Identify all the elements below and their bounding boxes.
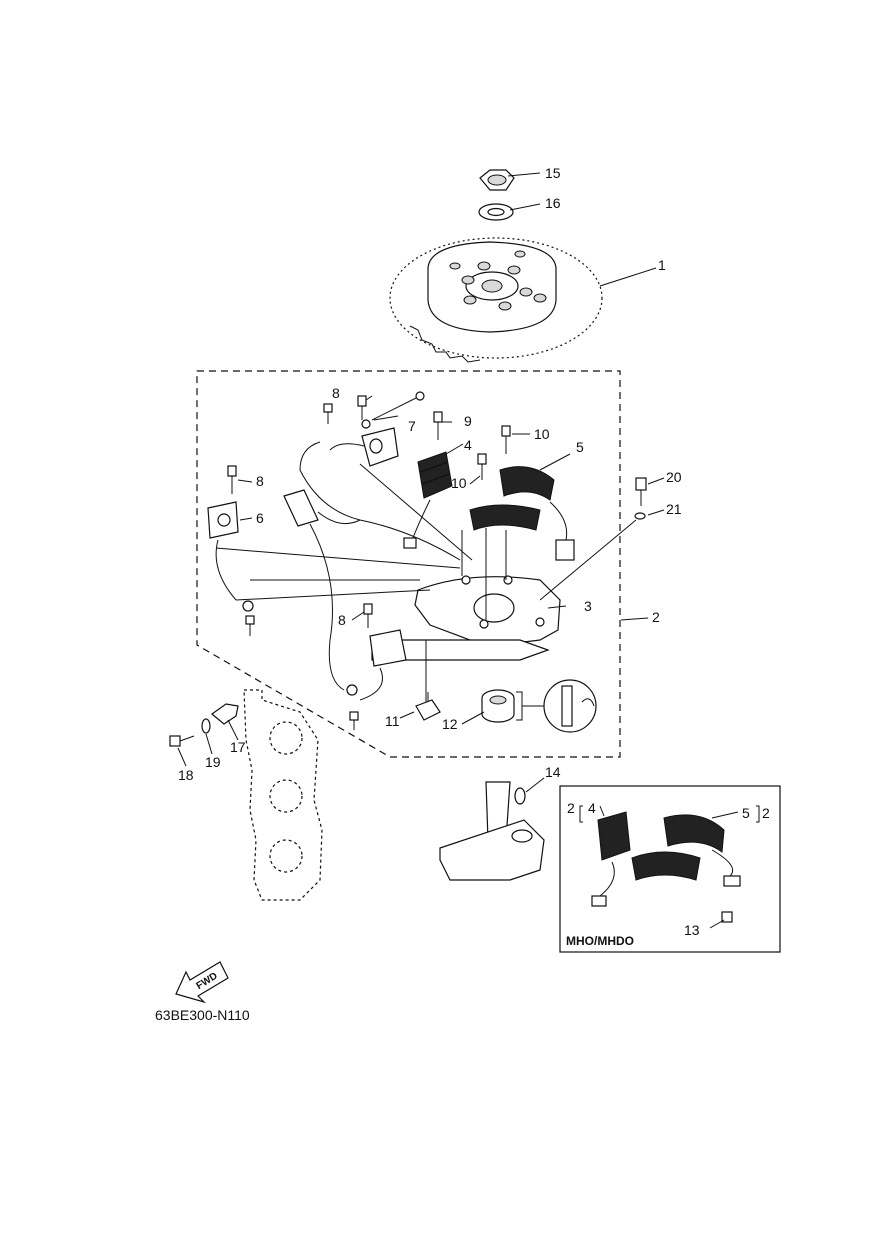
callout-17: 17 bbox=[230, 739, 246, 755]
callout-1: 1 bbox=[658, 257, 666, 273]
inset-callout-2-right: 2 bbox=[762, 805, 770, 821]
crankshaft bbox=[439, 781, 545, 881]
leader-lines bbox=[215, 463, 637, 706]
callout-5: 5 bbox=[576, 439, 584, 455]
assembly-boundary bbox=[196, 370, 621, 758]
fwd-arrow: FWD bbox=[175, 961, 229, 1004]
callout-labels: 15 16 1 8 7 9 10 4 5 10 8 20 21 6 3 8 2 … bbox=[178, 165, 770, 938]
callout-6: 6 bbox=[256, 510, 264, 526]
callout-21: 21 bbox=[666, 501, 682, 517]
callout-8-left: 8 bbox=[256, 473, 264, 489]
ignition-coil bbox=[207, 501, 254, 612]
callout-2: 2 bbox=[652, 609, 660, 625]
callout-13: 13 bbox=[684, 922, 700, 938]
callout-4: 4 bbox=[464, 437, 472, 453]
flywheel bbox=[389, 237, 603, 363]
inset-callout-2-left: 2 bbox=[567, 800, 575, 816]
lighting-coil bbox=[469, 466, 575, 561]
screws bbox=[227, 395, 647, 730]
inset-callout-4: 4 bbox=[588, 800, 596, 816]
washer-19 bbox=[201, 718, 211, 734]
crankcase bbox=[243, 689, 323, 901]
callout-19: 19 bbox=[205, 754, 221, 770]
connector-cable bbox=[283, 489, 361, 691]
bolt-18 bbox=[169, 735, 195, 747]
bushing bbox=[415, 692, 441, 721]
callout-3: 3 bbox=[584, 598, 592, 614]
inset-panel bbox=[559, 785, 781, 953]
callout-10-right: 10 bbox=[534, 426, 550, 442]
base-plate bbox=[371, 575, 561, 661]
charge-coil bbox=[403, 451, 453, 549]
rectifier-bracket bbox=[346, 629, 407, 701]
callout-11: 11 bbox=[385, 713, 400, 729]
bearing bbox=[481, 679, 597, 733]
callout-8-top: 8 bbox=[332, 385, 340, 401]
inset-title: MHO/MHDO bbox=[566, 934, 634, 948]
callout-7: 7 bbox=[408, 418, 416, 434]
pulser-coil bbox=[299, 427, 461, 561]
washer bbox=[478, 203, 514, 221]
diagram-code: 63BE300-N110 bbox=[155, 1007, 250, 1023]
callout-12: 12 bbox=[442, 716, 458, 732]
ground-lead bbox=[361, 391, 425, 429]
woodruff-key bbox=[514, 787, 526, 805]
inset-callout-5: 5 bbox=[742, 805, 750, 821]
callout-9: 9 bbox=[464, 413, 472, 429]
callout-15: 15 bbox=[545, 165, 561, 181]
callout-20: 20 bbox=[666, 469, 682, 485]
callout-14: 14 bbox=[545, 764, 561, 780]
callout-leaders bbox=[177, 172, 665, 793]
callout-10-left: 10 bbox=[451, 475, 467, 491]
clamp-17 bbox=[211, 703, 239, 725]
callout-16: 16 bbox=[545, 195, 561, 211]
callout-8-lower: 8 bbox=[338, 612, 346, 628]
flywheel-nut bbox=[479, 169, 515, 191]
callout-18: 18 bbox=[178, 767, 194, 783]
